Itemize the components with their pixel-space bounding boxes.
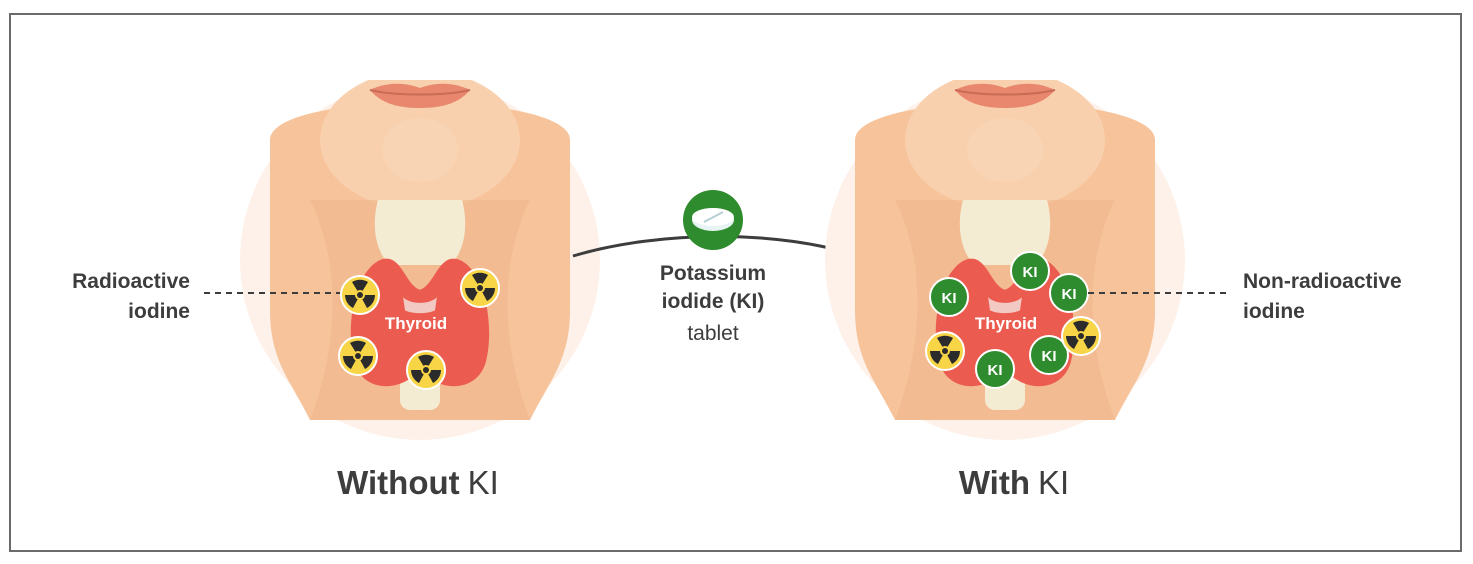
radioactive-iodine-icon (460, 268, 500, 308)
without-ki-caption-bold: Without (337, 464, 459, 501)
ki-marker: KI (975, 349, 1015, 389)
ki-marker: KI (1010, 251, 1050, 291)
ki-tablet-icon (683, 190, 743, 250)
tablet-label-line1: Potassium (660, 262, 766, 285)
radioactive-iodine-label-line1: Radioactive (72, 270, 190, 293)
ki-marker-label: KI (1023, 264, 1038, 281)
ki-marker-label: KI (942, 290, 957, 307)
tablet-label-line2: iodide (KI) (662, 290, 765, 313)
ki-marker-label: KI (1042, 348, 1057, 365)
with-ki-caption-bold: With (959, 464, 1030, 501)
with-ki-caption-light: KI (1038, 464, 1069, 501)
right-thyroid-label: Thyroid (975, 314, 1037, 333)
ki-marker: KI (1049, 273, 1089, 313)
radioactive-iodine-label-line2: iodine (128, 300, 190, 323)
radioactive-iodine-icon (1061, 316, 1101, 356)
left-thyroid-label: Thyroid (385, 314, 447, 333)
radioactive-iodine-icon (406, 350, 446, 390)
non-radioactive-iodine-label-line2: iodine (1243, 300, 1305, 323)
tablet-label-line3: tablet (687, 322, 739, 345)
non-radioactive-iodine-label-line1: Non-radioactive (1243, 270, 1402, 293)
ki-marker: KI (929, 277, 969, 317)
radioactive-iodine-icon (925, 331, 965, 371)
ki-marker-label: KI (988, 362, 1003, 379)
ki-marker: KI (1029, 335, 1069, 375)
without-ki-caption-light: KI (468, 464, 499, 501)
radioactive-iodine-icon (338, 336, 378, 376)
radioactive-iodine-icon (340, 275, 380, 315)
ki-marker-label: KI (1062, 286, 1077, 303)
